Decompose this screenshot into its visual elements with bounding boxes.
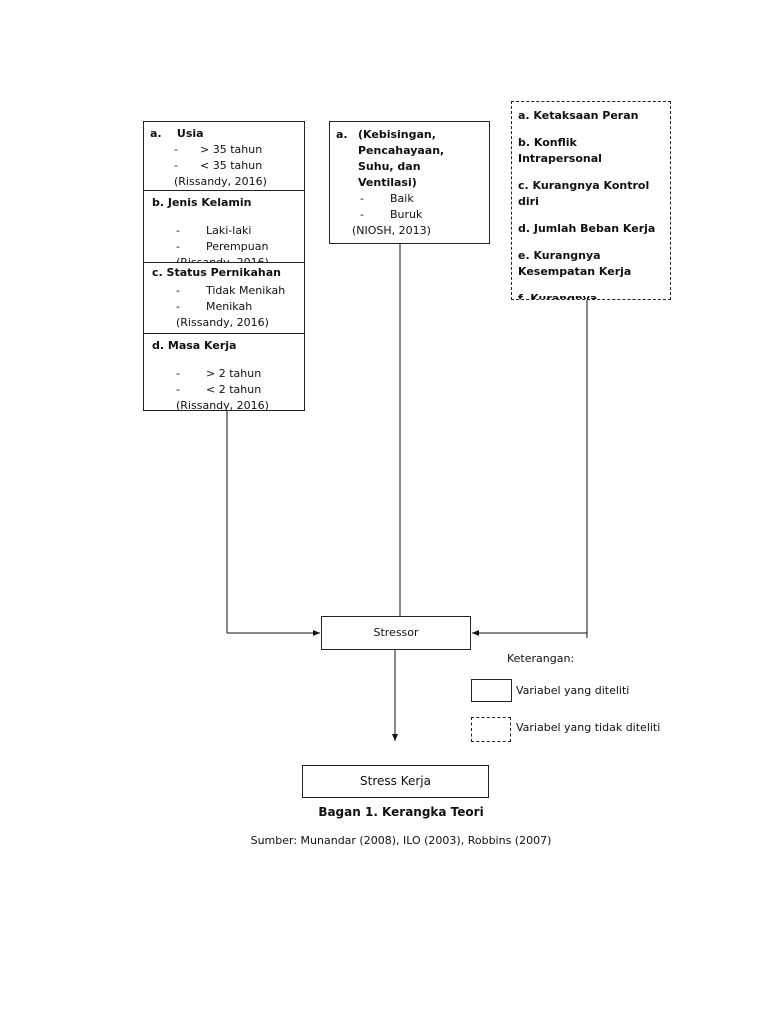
legend-dashed-swatch bbox=[471, 717, 511, 742]
section-usia: a. Usia -> 35 tahun -< 35 tahun (Rissand… bbox=[144, 122, 304, 191]
figure-source: Sumber: Munandar (2008), ILO (2003), Rob… bbox=[250, 834, 552, 847]
legend-solid-label: Variabel yang diteliti bbox=[516, 684, 630, 697]
section-masa-kerja: d. Masa Kerja -> 2 tahun -< 2 tahun (Ris… bbox=[152, 339, 269, 411]
legend-title: Keterangan: bbox=[507, 652, 575, 665]
legend-dashed-label: Variabel yang tidak diteliti bbox=[516, 721, 661, 734]
environment-box: a. (Kebisingan, Pencahayaan, Suhu, dan V… bbox=[329, 121, 490, 244]
section-status-pernikahan: c. Status Pernikahan -Tidak Menikah -Men… bbox=[144, 263, 304, 334]
legend-solid-swatch bbox=[471, 679, 512, 702]
figure-caption: Bagan 1. Kerangka Teori bbox=[318, 805, 484, 819]
left-variable-box: a. Usia -> 35 tahun -< 35 tahun (Rissand… bbox=[143, 121, 305, 411]
section-jenis-kelamin: b. Jenis Kelamin -Laki-laki -Perempuan (… bbox=[144, 191, 304, 263]
stressor-box: Stressor bbox=[321, 616, 471, 650]
stress-kerja-box: Stress Kerja bbox=[302, 765, 489, 798]
unstudied-variables-box: a. Ketaksaan Peran b. Konflik Intraperso… bbox=[511, 101, 671, 300]
